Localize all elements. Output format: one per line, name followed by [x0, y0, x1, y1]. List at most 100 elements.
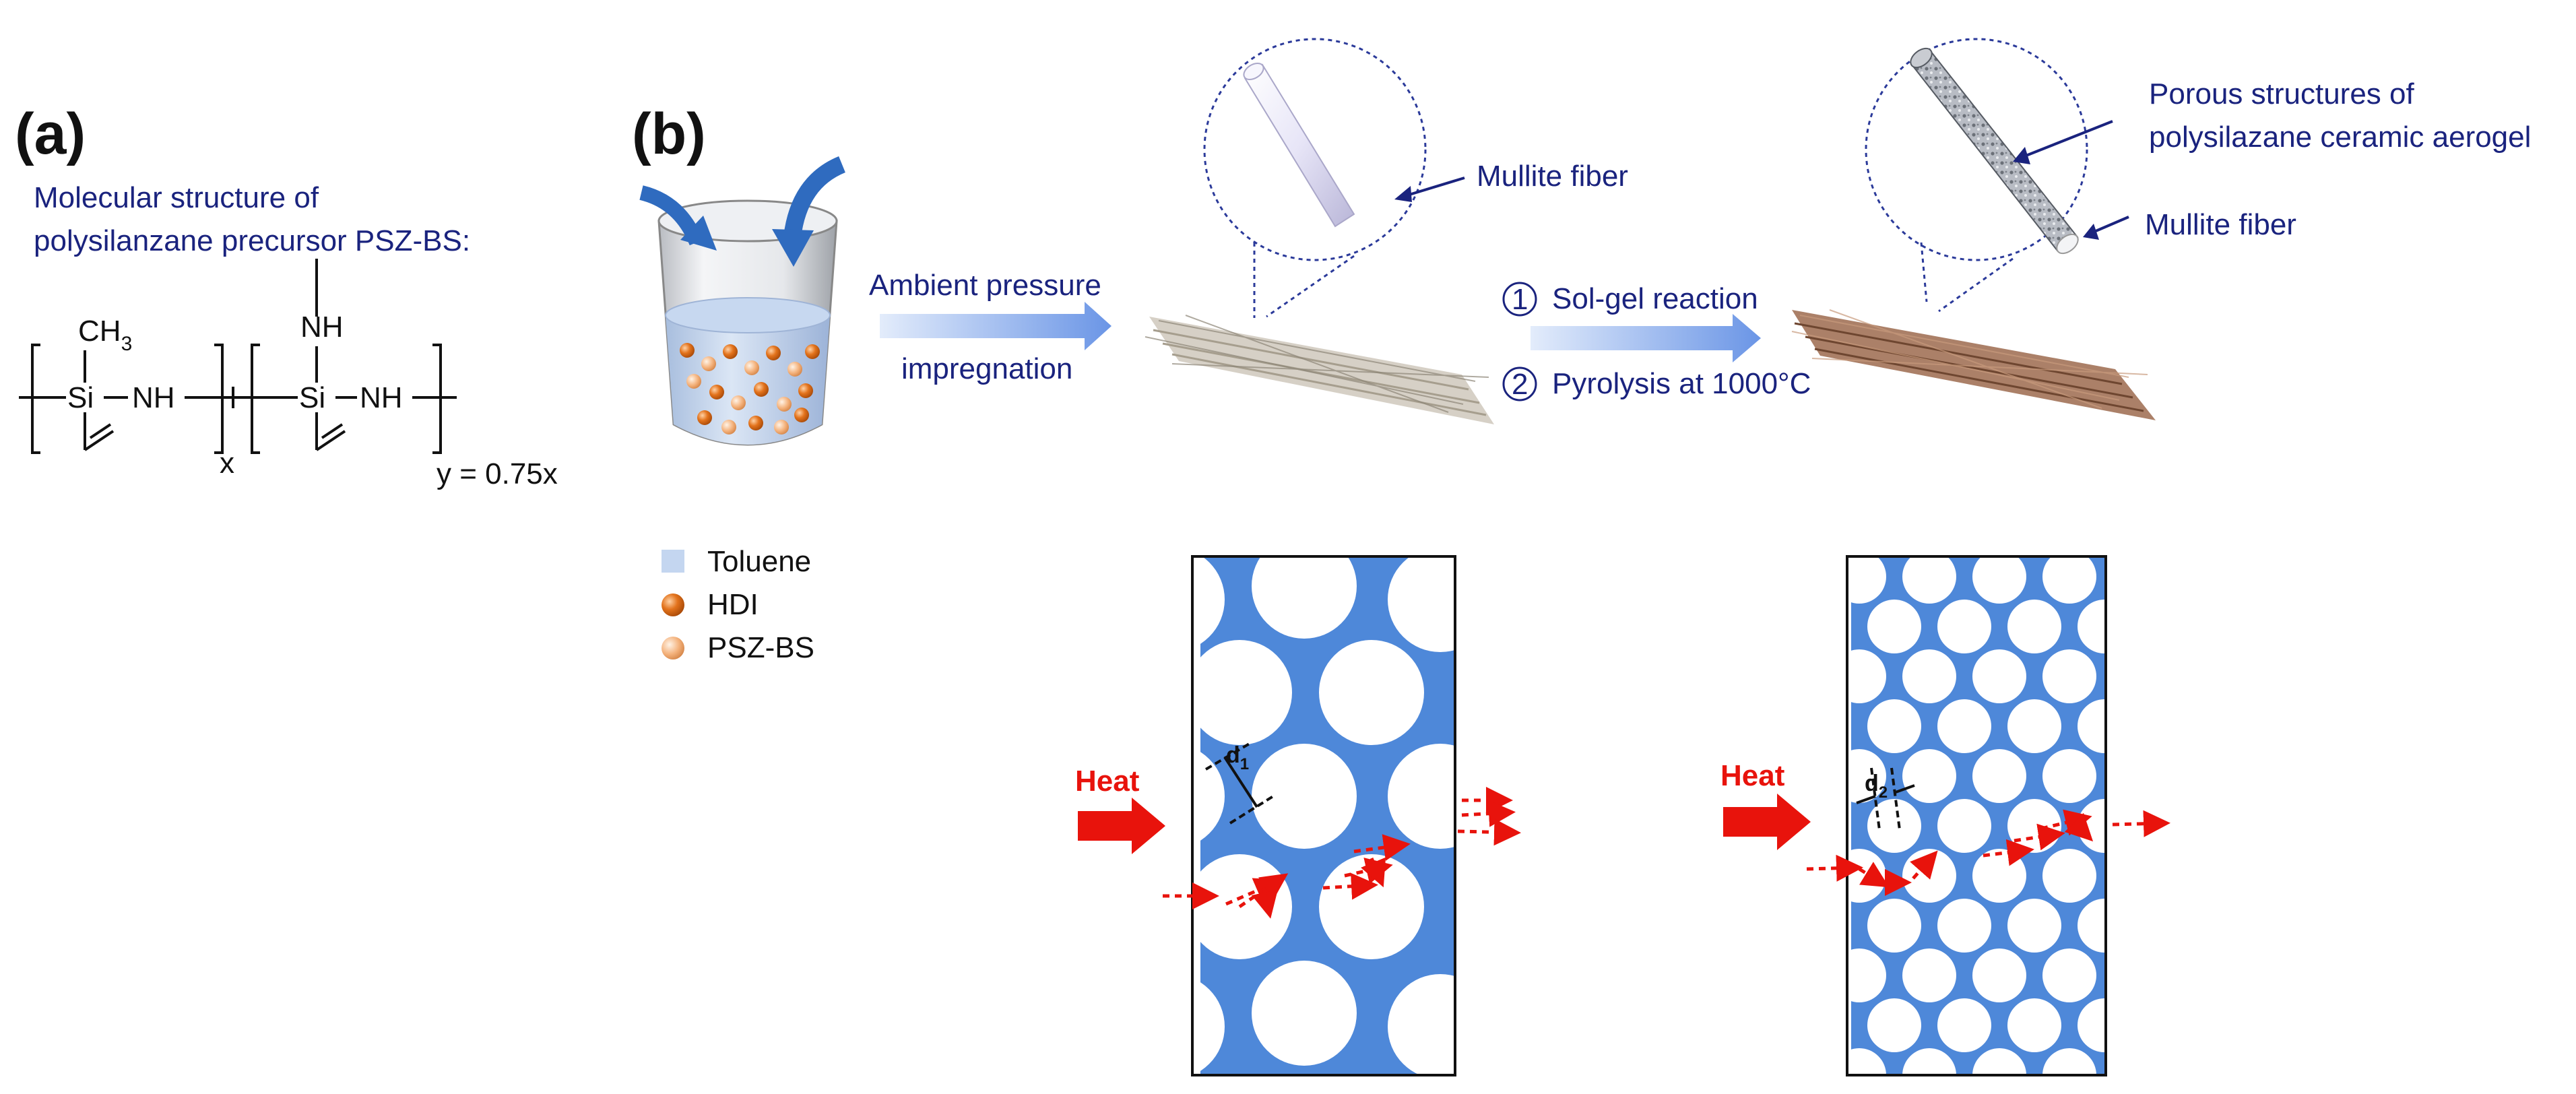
pore: [2113, 649, 2166, 703]
pore: [2042, 649, 2096, 703]
pore: [1972, 1048, 2026, 1075]
fiber-pointer-2: [2090, 216, 2129, 234]
pore: [1762, 849, 1816, 903]
ch3-label: CH3: [78, 315, 132, 355]
step2-text-1: Sol-gel reaction: [1552, 282, 1758, 315]
pore: [2007, 600, 2061, 653]
pore-diagram-large: [1191, 555, 1456, 1076]
pore: [2007, 699, 2061, 753]
pore: [1972, 649, 2026, 703]
pour-arrow-right: [772, 156, 846, 267]
pore: [1937, 799, 1991, 853]
pore: [1937, 600, 1991, 653]
heat-paths-left: [1163, 787, 1521, 919]
pore: [2042, 849, 2096, 903]
pore: [1972, 948, 2026, 1002]
pore: [2078, 998, 2106, 1052]
heat-label-left: Heat: [1075, 765, 1140, 798]
pore: [1797, 899, 1851, 953]
porous-pointer: [2020, 120, 2113, 159]
step2-text-2: Pyrolysis at 1000°C: [1552, 367, 1811, 400]
legend-hdi-swatch: [662, 593, 684, 616]
fiber-pointer-1-head: [1394, 186, 1412, 202]
pore: [1937, 899, 1991, 953]
legend-toluene-swatch: [662, 550, 684, 573]
pore-diagram-small: [1762, 550, 2201, 1094]
pore: [1972, 849, 2026, 903]
heat-paths-right: [1806, 809, 2170, 896]
subscript-x: x: [220, 447, 234, 480]
pore: [2113, 749, 2166, 803]
si-atom-2: Si: [299, 381, 325, 414]
pore: [1867, 600, 1921, 653]
pore: [1902, 849, 1956, 903]
nh-atom-top: NH: [300, 311, 344, 344]
pore: [1851, 556, 1886, 604]
pore: [2113, 1048, 2166, 1094]
pore: [1902, 556, 1956, 604]
step1-text-line2: impregnation: [901, 352, 1072, 385]
porous-pointer-head: [2013, 147, 2030, 164]
pore: [1867, 799, 1921, 853]
heat-label-right: Heat: [1720, 759, 1785, 792]
pore: [2148, 998, 2201, 1052]
pore: [1851, 1048, 1886, 1075]
pore: [1867, 899, 1921, 953]
pore: [1902, 1048, 1956, 1075]
nh-atom-1: NH: [132, 381, 175, 414]
pore: [1972, 556, 2026, 604]
legend: Toluene HDI PSZ-BS: [662, 545, 814, 664]
d2-dimension: [1856, 767, 1915, 831]
beaker-particles: [680, 343, 820, 435]
pore: [1902, 948, 1956, 1002]
pore: [2113, 849, 2166, 903]
molecular-structure: [19, 259, 457, 454]
pore: [2113, 948, 2166, 1002]
pore: [2078, 600, 2106, 653]
heat-arrow-right: [1723, 794, 1811, 850]
fiber-pointer-1: [1402, 176, 1465, 198]
pore: [2078, 899, 2106, 953]
pore: [1797, 998, 1851, 1052]
pore: [2042, 556, 2096, 604]
fiber-pointer-2-head: [2083, 224, 2099, 240]
pore: [2148, 699, 2201, 753]
porous-label-line1: Porous structures of: [2149, 77, 2414, 110]
panel-b-label: (b): [632, 102, 706, 166]
pour-arrow-left: [639, 185, 717, 251]
pore: [1902, 749, 1956, 803]
d1-dimension: [1204, 741, 1275, 825]
pore: [2148, 799, 2201, 853]
step1-arrow: [880, 302, 1112, 350]
pore: [1851, 849, 1886, 903]
pore: [1937, 699, 1991, 753]
pore: [1937, 998, 1991, 1052]
d1-label: d1: [1226, 742, 1249, 773]
pore: [2113, 550, 2166, 604]
nh-atom-2: NH: [360, 381, 403, 414]
step2-arrow: [1531, 314, 1761, 362]
step2-marker-2: 2: [1502, 366, 1537, 401]
pore: [2007, 998, 2061, 1052]
pore: [1972, 749, 2026, 803]
pore: [1851, 649, 1886, 703]
pore: [1762, 1048, 1816, 1094]
panel-a-label: (a): [15, 102, 86, 166]
pore: [2007, 899, 2061, 953]
pore: [2148, 899, 2201, 953]
porous-label-line2: polysilazane ceramic aerogel: [2149, 121, 2531, 154]
heat-arrow-left: [1078, 798, 1165, 854]
fiber-mat-coated: [1791, 309, 2156, 420]
fiber-label-1: Mullite fiber: [1477, 160, 1628, 193]
pore: [1797, 699, 1851, 753]
step2-marker-1: 1: [1502, 282, 1537, 317]
panel-a-title-line1: Molecular structure of: [34, 181, 319, 214]
pore: [2042, 1048, 2096, 1075]
svg-text:2: 2: [1512, 368, 1528, 401]
pore: [2078, 699, 2106, 753]
si-atom-1: Si: [67, 381, 94, 414]
pore: [2148, 600, 2201, 653]
legend-toluene-label: Toluene: [707, 545, 811, 578]
legend-psz-swatch: [662, 637, 684, 659]
